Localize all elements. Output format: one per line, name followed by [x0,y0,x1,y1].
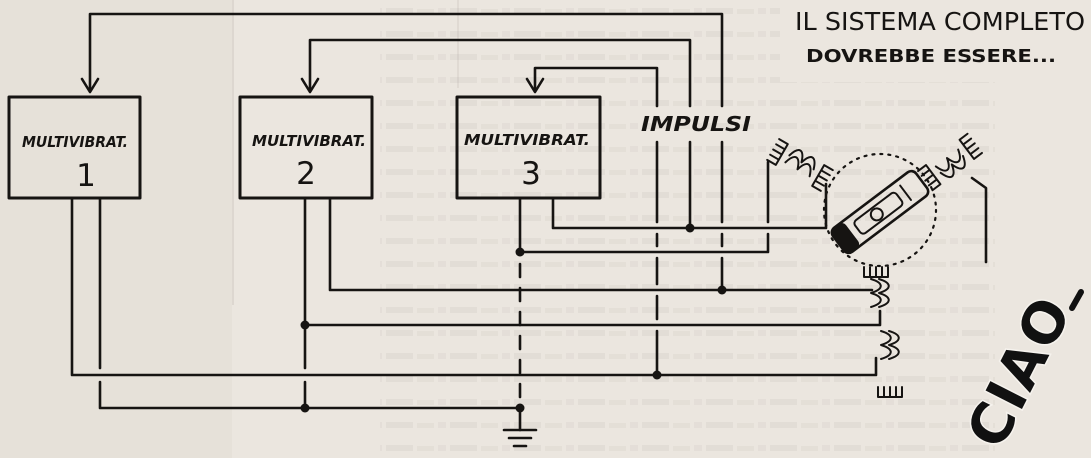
junction-dot [515,403,525,413]
wire-feedback-block-1 [88,12,724,292]
multivibrator-3-number: 3 [521,156,541,192]
ground-bars [502,428,538,448]
junction-dot [652,370,662,380]
magnet-inner-outline [853,191,904,235]
multivibrator-1-label: MULTIVIBRAT. [22,133,128,151]
wire-block-2-common [303,309,882,327]
rotor-circle [822,152,938,268]
paper-shade-left [0,0,232,458]
wire-feedback-block-2 [308,38,692,230]
junction-dot [515,247,525,257]
wire-block-3-common [518,160,770,254]
multivibrator-1-box [7,95,142,200]
magnet-pivot [869,207,884,222]
wire-coil-upper-right-lead [970,176,988,264]
impulses-label: IMPULSI [641,112,752,136]
multivibrator-1-number: 1 [76,158,96,194]
junction-dot [300,320,310,330]
multivibrator-3-box [455,95,602,200]
wire-block-1-ground [98,196,522,410]
junction-dot [300,403,310,413]
multivibrator-3: MULTIVIBRAT. 3 [455,95,602,200]
magnet-end-mark [899,184,912,201]
title-line-2: DOVREBBE ESSERE... [806,46,1056,67]
title-line-1: IL SISTEMA COMPLETO [795,7,1085,36]
arrowhead-block-3 [525,77,545,94]
multivibrator-3-label: MULTIVIBRAT. [464,131,590,149]
magnet-rotor [830,169,930,255]
junction-dot [717,285,727,295]
wire-block-2-output [328,196,874,292]
wire-block-1-output [70,196,878,377]
junction-dot [685,223,695,233]
arrowhead-block-2 [300,77,320,94]
multivibrator-2-label: MULTIVIBRAT. [252,132,366,150]
multivibrator-1: MULTIVIBRAT. 1 [7,95,142,200]
magnet-body [830,169,930,255]
arrowhead-block-1 [80,77,100,94]
multivibrator-2-number: 2 [296,156,316,192]
magnet-dark-end [831,223,860,254]
wire-feedback-block-3 [533,66,659,377]
ciao-trailing-mark [1069,289,1084,311]
